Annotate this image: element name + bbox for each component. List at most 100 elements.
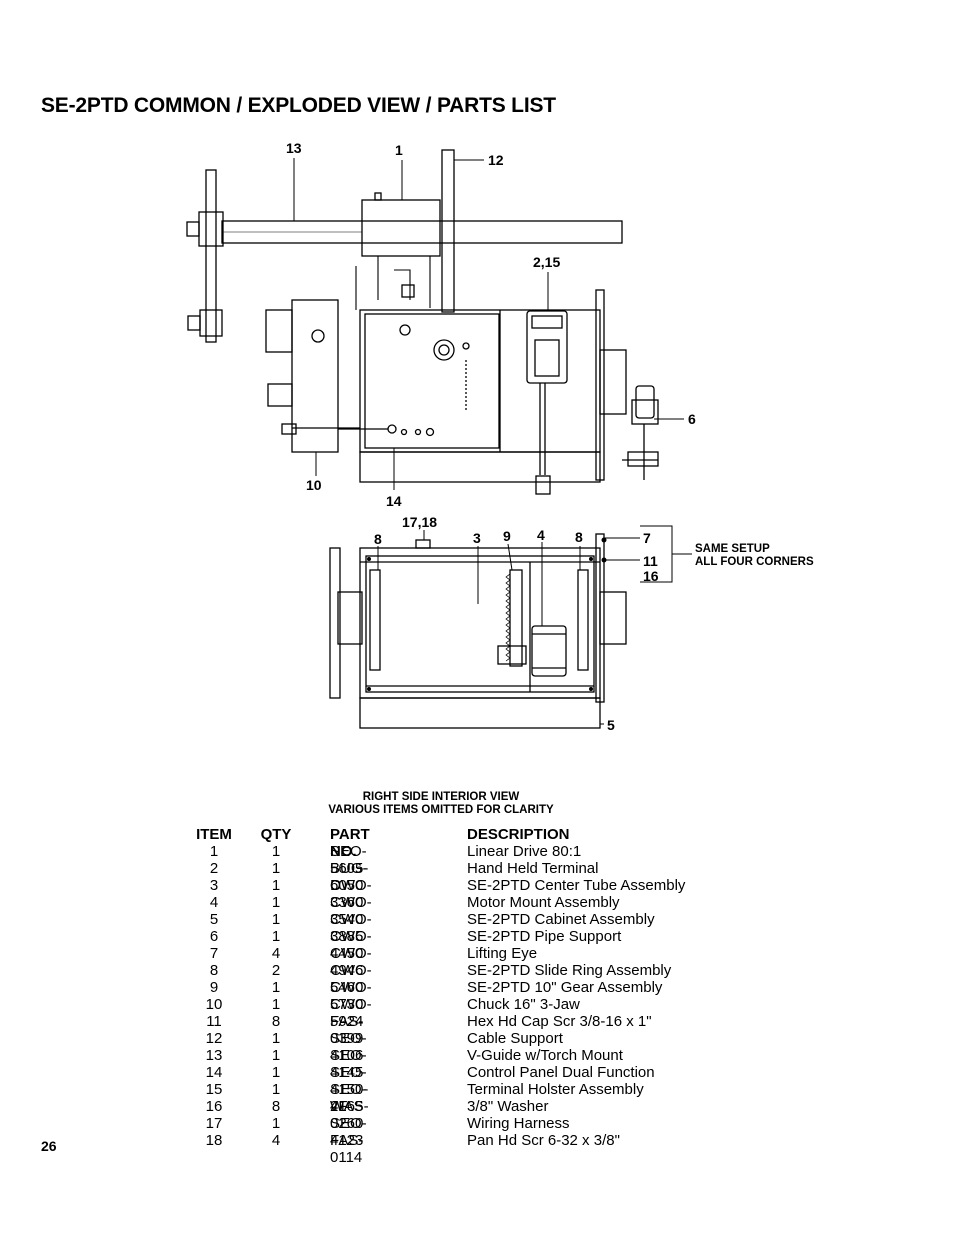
callout-13: 13 (286, 140, 302, 156)
cell-item: 10 (205, 996, 223, 1013)
cell-part-no: CWO-5730 (330, 979, 372, 1013)
cell-description: Motor Mount Assembly (467, 894, 620, 911)
callout-10: 10 (306, 477, 322, 493)
header-description: DESCRIPTION (467, 826, 570, 843)
cell-part-no: CWO-4946 (330, 945, 372, 979)
cell-description: Linear Drive 80:1 (467, 843, 582, 860)
callout-11: 11 (643, 553, 658, 569)
callout-8-left: 8 (374, 531, 382, 547)
cell-description: V-Guide w/Torch Mount (467, 1047, 623, 1064)
callout-3: 3 (473, 530, 481, 546)
cabinet-side-base (359, 697, 601, 729)
gear-assembly (509, 569, 523, 667)
cell-qty: 1 (271, 1030, 281, 1047)
cell-item: 13 (205, 1047, 223, 1064)
cell-item: 18 (205, 1132, 223, 1149)
cell-item: 17 (205, 1115, 223, 1132)
cell-part-no: SEO-4106 (330, 1030, 367, 1064)
cell-qty: 1 (271, 894, 281, 911)
cell-qty: 1 (271, 1115, 281, 1132)
header-part-no: PART NO. (330, 826, 370, 860)
cell-item: 4 (209, 894, 219, 911)
cell-part-no: SEO-4145 (330, 1047, 367, 1081)
callout-12: 12 (488, 152, 504, 168)
cell-item: 12 (205, 1030, 223, 1047)
view-caption-line1: RIGHT SIDE INTERIOR VIEW (362, 791, 520, 803)
knob-lower (187, 315, 201, 331)
torch-slide-bar (205, 169, 217, 343)
callout-14: 14 (386, 493, 402, 509)
cell-description: SE-2PTD Slide Ring Assembly (467, 962, 672, 979)
cell-qty: 1 (271, 860, 281, 877)
cell-description: SE-2PTD 10" Gear Assembly (467, 979, 663, 996)
cell-qty: 1 (271, 843, 281, 860)
callout-2-15: 2,15 (533, 254, 560, 270)
cable-support-post (441, 149, 455, 313)
page-title: SE-2PTD COMMON / EXPLODED VIEW / PARTS L… (41, 94, 556, 117)
cell-description: Hex Hd Cap Scr 3/8-16 x 1" (467, 1013, 652, 1030)
cell-qty: 1 (271, 1064, 281, 1081)
hand-held-terminal (526, 310, 568, 384)
cell-item: 3 (209, 877, 219, 894)
callout-9: 9 (503, 528, 511, 544)
wiring-harness-grommet (415, 539, 431, 549)
callout-16: 16 (643, 568, 659, 584)
cell-part-no: WAS-0260 (330, 1098, 369, 1132)
cell-qty: 1 (271, 877, 281, 894)
cell-part-no: SEO-4150-2F (330, 1064, 369, 1115)
cell-part-no: SEO-5605-D (330, 843, 369, 894)
chuck-body (291, 299, 339, 453)
cell-qty: 1 (271, 996, 281, 1013)
header-item: ITEM (196, 826, 232, 843)
exploded-view-drawing: 13 1 12 2,15 6 10 14 17,18 8 3 9 4 8 7 1… (186, 140, 814, 733)
cell-item: 7 (209, 945, 219, 962)
cell-item: 15 (205, 1081, 223, 1098)
cabinet-base (359, 451, 601, 483)
cell-item: 11 (206, 1013, 222, 1030)
cell-qty: 1 (271, 1081, 281, 1098)
torch-holder (199, 309, 223, 337)
torch-clamp-block (198, 211, 224, 247)
callout-17-18: 17,18 (402, 514, 437, 530)
cell-qty: 4 (271, 945, 281, 962)
cell-part-no: SEO-4165 (330, 1081, 367, 1115)
cell-part-no: FAS-0399 (330, 1013, 364, 1047)
view-caption-line2: VARIOUS ITEMS OMITTED FOR CLARITY (328, 804, 554, 816)
cell-qty: 8 (271, 1098, 281, 1115)
cell-description: Chuck 16" 3-Jaw (467, 996, 580, 1013)
cell-item: 2 (209, 860, 219, 877)
cell-item: 5 (209, 911, 219, 928)
cell-qty: 2 (271, 962, 281, 979)
cell-qty: 1 (271, 928, 281, 945)
cell-part-no: FAS-0114 (330, 1132, 364, 1166)
knob-upper (186, 221, 200, 237)
control-panel (364, 313, 500, 449)
callout-1: 1 (395, 142, 403, 158)
cell-qty: 8 (271, 1013, 281, 1030)
cell-part-no: CWO-4450 (330, 928, 372, 962)
slide-ring-left (369, 569, 381, 671)
cell-item: 14 (205, 1064, 223, 1081)
cell-part-no: CWO-3540 (330, 894, 372, 928)
cell-qty: 4 (271, 1132, 281, 1149)
motor-mount (531, 625, 567, 677)
cell-item: 9 (209, 979, 219, 996)
callout-8-right: 8 (575, 529, 583, 545)
cell-item: 16 (205, 1098, 223, 1115)
cell-item: 6 (209, 928, 219, 945)
cell-part-no: CWO-5460 (330, 962, 372, 996)
callout-4: 4 (537, 527, 545, 543)
cell-description: Hand Held Terminal (467, 860, 599, 877)
same-setup-note-line2: ALL FOUR CORNERS (695, 556, 814, 568)
pipe-support (635, 385, 655, 419)
cell-description: Control Panel Dual Function (467, 1064, 655, 1081)
cell-qty: 1 (271, 1047, 281, 1064)
linear-drive (361, 199, 441, 257)
cell-description: Terminal Holster Assembly (467, 1081, 644, 1098)
slide-ring-right (577, 569, 589, 671)
page-number: 26 (41, 1138, 57, 1154)
cell-description: SE-2PTD Pipe Support (467, 928, 622, 945)
cell-description: Lifting Eye (467, 945, 538, 962)
same-setup-note-line1: SAME SETUP (695, 543, 770, 555)
cell-description: SE-2PTD Center Tube Assembly (467, 877, 686, 894)
